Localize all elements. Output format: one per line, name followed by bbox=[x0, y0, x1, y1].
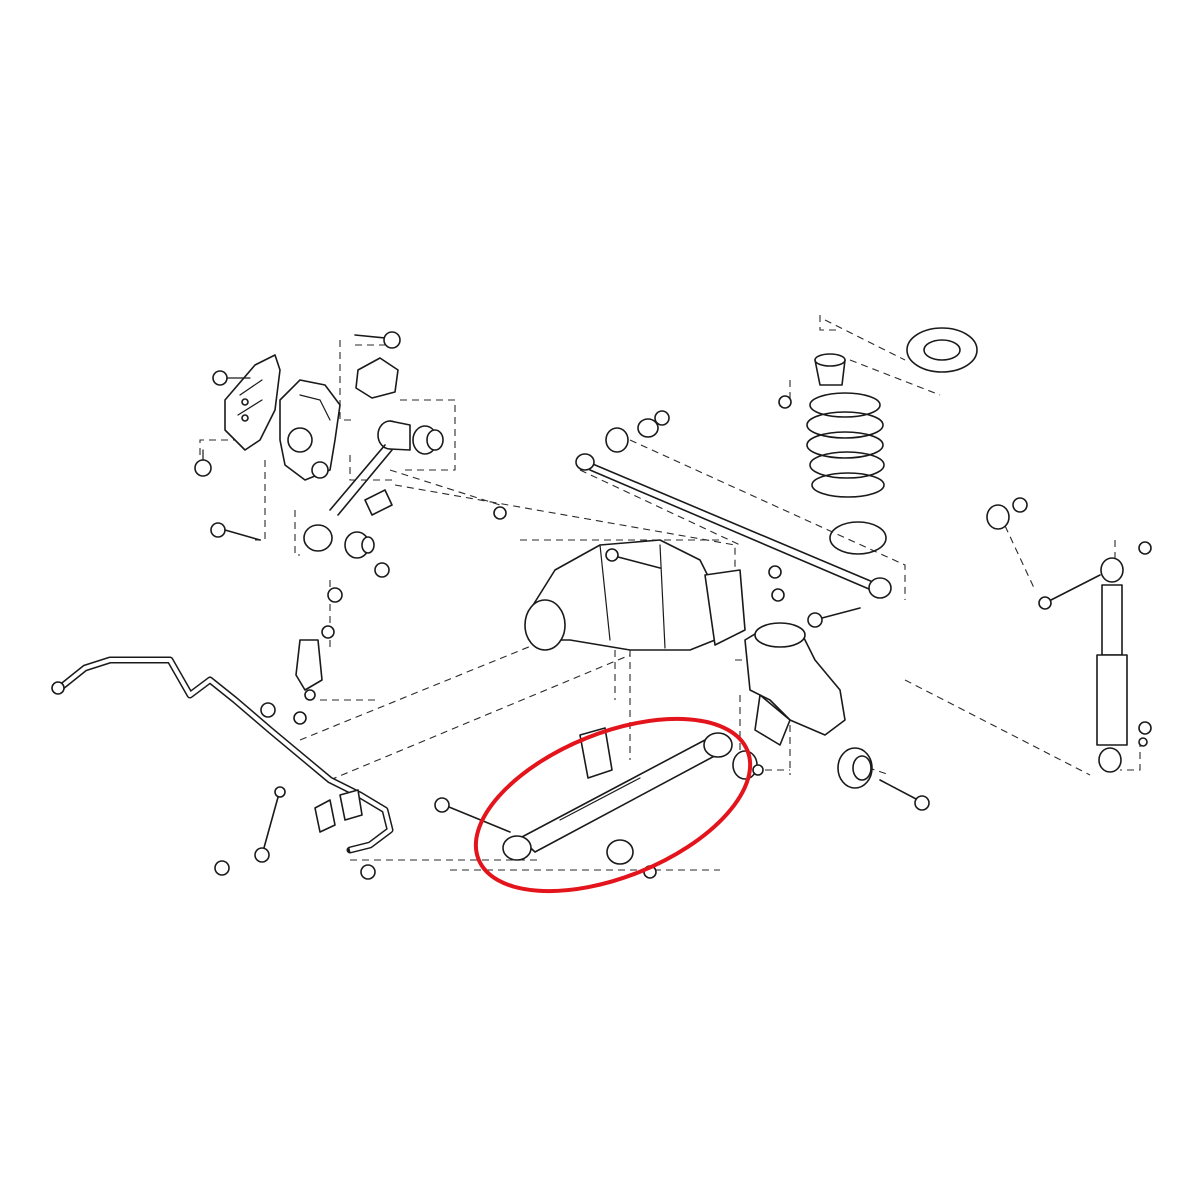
nut-small bbox=[374, 506, 507, 578]
bushing-lower-b bbox=[344, 531, 375, 559]
shock-bolt-bottom bbox=[1138, 721, 1152, 747]
spring-seat-upper bbox=[906, 327, 978, 373]
shock-absorber bbox=[1096, 557, 1128, 773]
stabilizer-link bbox=[254, 786, 286, 863]
bushing-upper-b bbox=[412, 425, 444, 455]
bump-stop bbox=[814, 353, 846, 386]
top-bolt bbox=[354, 331, 401, 349]
long-bolt-left bbox=[210, 522, 261, 541]
lower-arm-bushing-a bbox=[606, 839, 657, 879]
shock-bushing bbox=[986, 497, 1028, 530]
highlight-ellipse bbox=[473, 716, 753, 894]
bushing-upper-a bbox=[377, 420, 411, 451]
hub-bearing bbox=[837, 747, 873, 789]
stabilizer-bar bbox=[51, 656, 394, 854]
stabilizer-bushing bbox=[314, 789, 363, 833]
knuckle-assembly bbox=[279, 379, 341, 481]
mount-block bbox=[355, 357, 399, 399]
upper-link bbox=[575, 453, 892, 599]
leader-lines bbox=[199, 315, 1141, 871]
lateral-link-left bbox=[329, 444, 393, 516]
lower-arm-bolt bbox=[434, 797, 511, 833]
knuckle-bolt bbox=[807, 607, 861, 628]
upper-left-bracket bbox=[224, 354, 281, 451]
hub-bolt bbox=[879, 779, 930, 811]
stabilizer-bracket bbox=[295, 639, 323, 701]
lower-control-arm bbox=[502, 732, 733, 861]
upper-link-bushing bbox=[605, 410, 670, 453]
coil-spring bbox=[806, 392, 885, 498]
upper-left-bolt-b bbox=[194, 449, 212, 477]
rear-knuckle bbox=[744, 622, 846, 746]
diff-mount-bolt bbox=[605, 548, 785, 602]
clamp-bracket bbox=[364, 489, 393, 516]
differential-housing bbox=[524, 539, 746, 651]
stabilizer-nuts bbox=[214, 587, 376, 880]
spring-seat-lower bbox=[829, 521, 887, 555]
shock-bolt-top bbox=[1038, 541, 1152, 610]
spring-bolt bbox=[778, 395, 792, 409]
upper-left-bolt-a bbox=[212, 370, 251, 386]
lower-arm-mount-bracket bbox=[579, 727, 613, 779]
bushing-lower-a bbox=[303, 524, 333, 552]
